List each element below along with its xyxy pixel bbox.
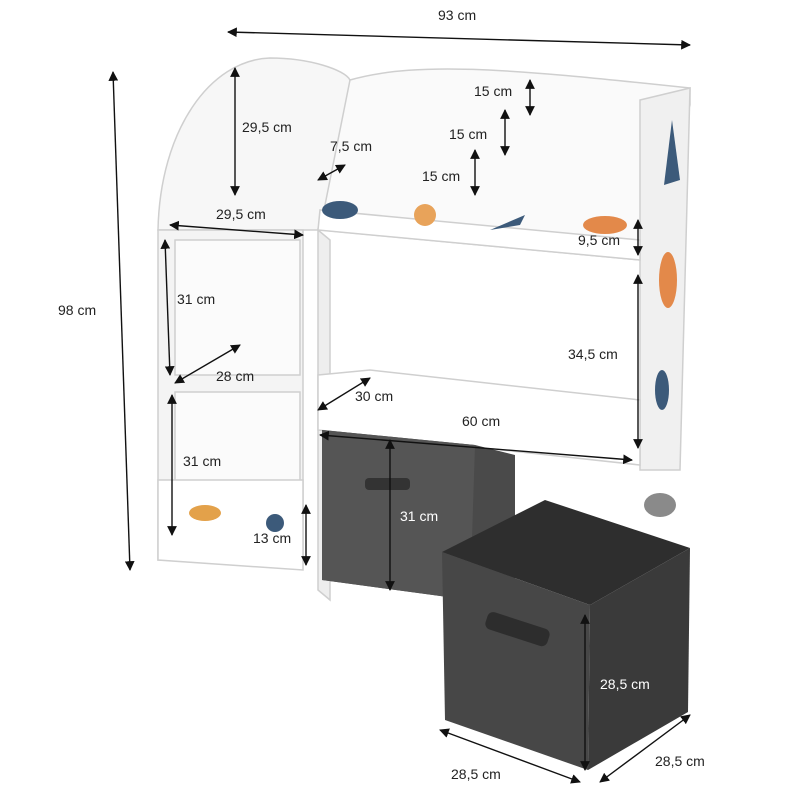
total-height-label: 98 cm (58, 302, 97, 318)
bin-width-label: 28,5 cm (451, 766, 501, 782)
top-compartment-width-label: 29,5 cm (216, 206, 266, 222)
slot-2-height-label: 15 cm (449, 126, 488, 142)
shelf-unit (157, 57, 691, 602)
left-middle-depth-label: 28 cm (216, 368, 255, 384)
bin-height-label: 28,5 cm (600, 676, 650, 692)
top-compartment-height-label: 29,5 cm (242, 119, 292, 135)
bin-depth-label: 28,5 cm (655, 753, 705, 769)
book-slot-depth-label: 7,5 cm (330, 138, 373, 154)
shelf-width-label: 60 cm (462, 413, 501, 429)
shelf-depth-label: 30 cm (355, 388, 394, 404)
base-panel-height-label: 13 cm (253, 530, 292, 546)
storage-bin-standalone (442, 500, 690, 770)
slot-3-height-label: 15 cm (422, 168, 461, 184)
slot-1-height-label: 15 cm (474, 83, 513, 99)
total-width-label: 93 cm (438, 7, 477, 23)
bin-section-height-label: 31 cm (400, 508, 439, 524)
left-lower-height-label: 31 cm (183, 453, 222, 469)
dimension-arrows (108, 27, 691, 784)
left-middle-height-label: 31 cm (177, 291, 216, 307)
space-decals (189, 120, 680, 532)
open-section-height-label: 34,5 cm (568, 346, 618, 362)
front-panel-height-label: 9,5 cm (578, 232, 621, 248)
